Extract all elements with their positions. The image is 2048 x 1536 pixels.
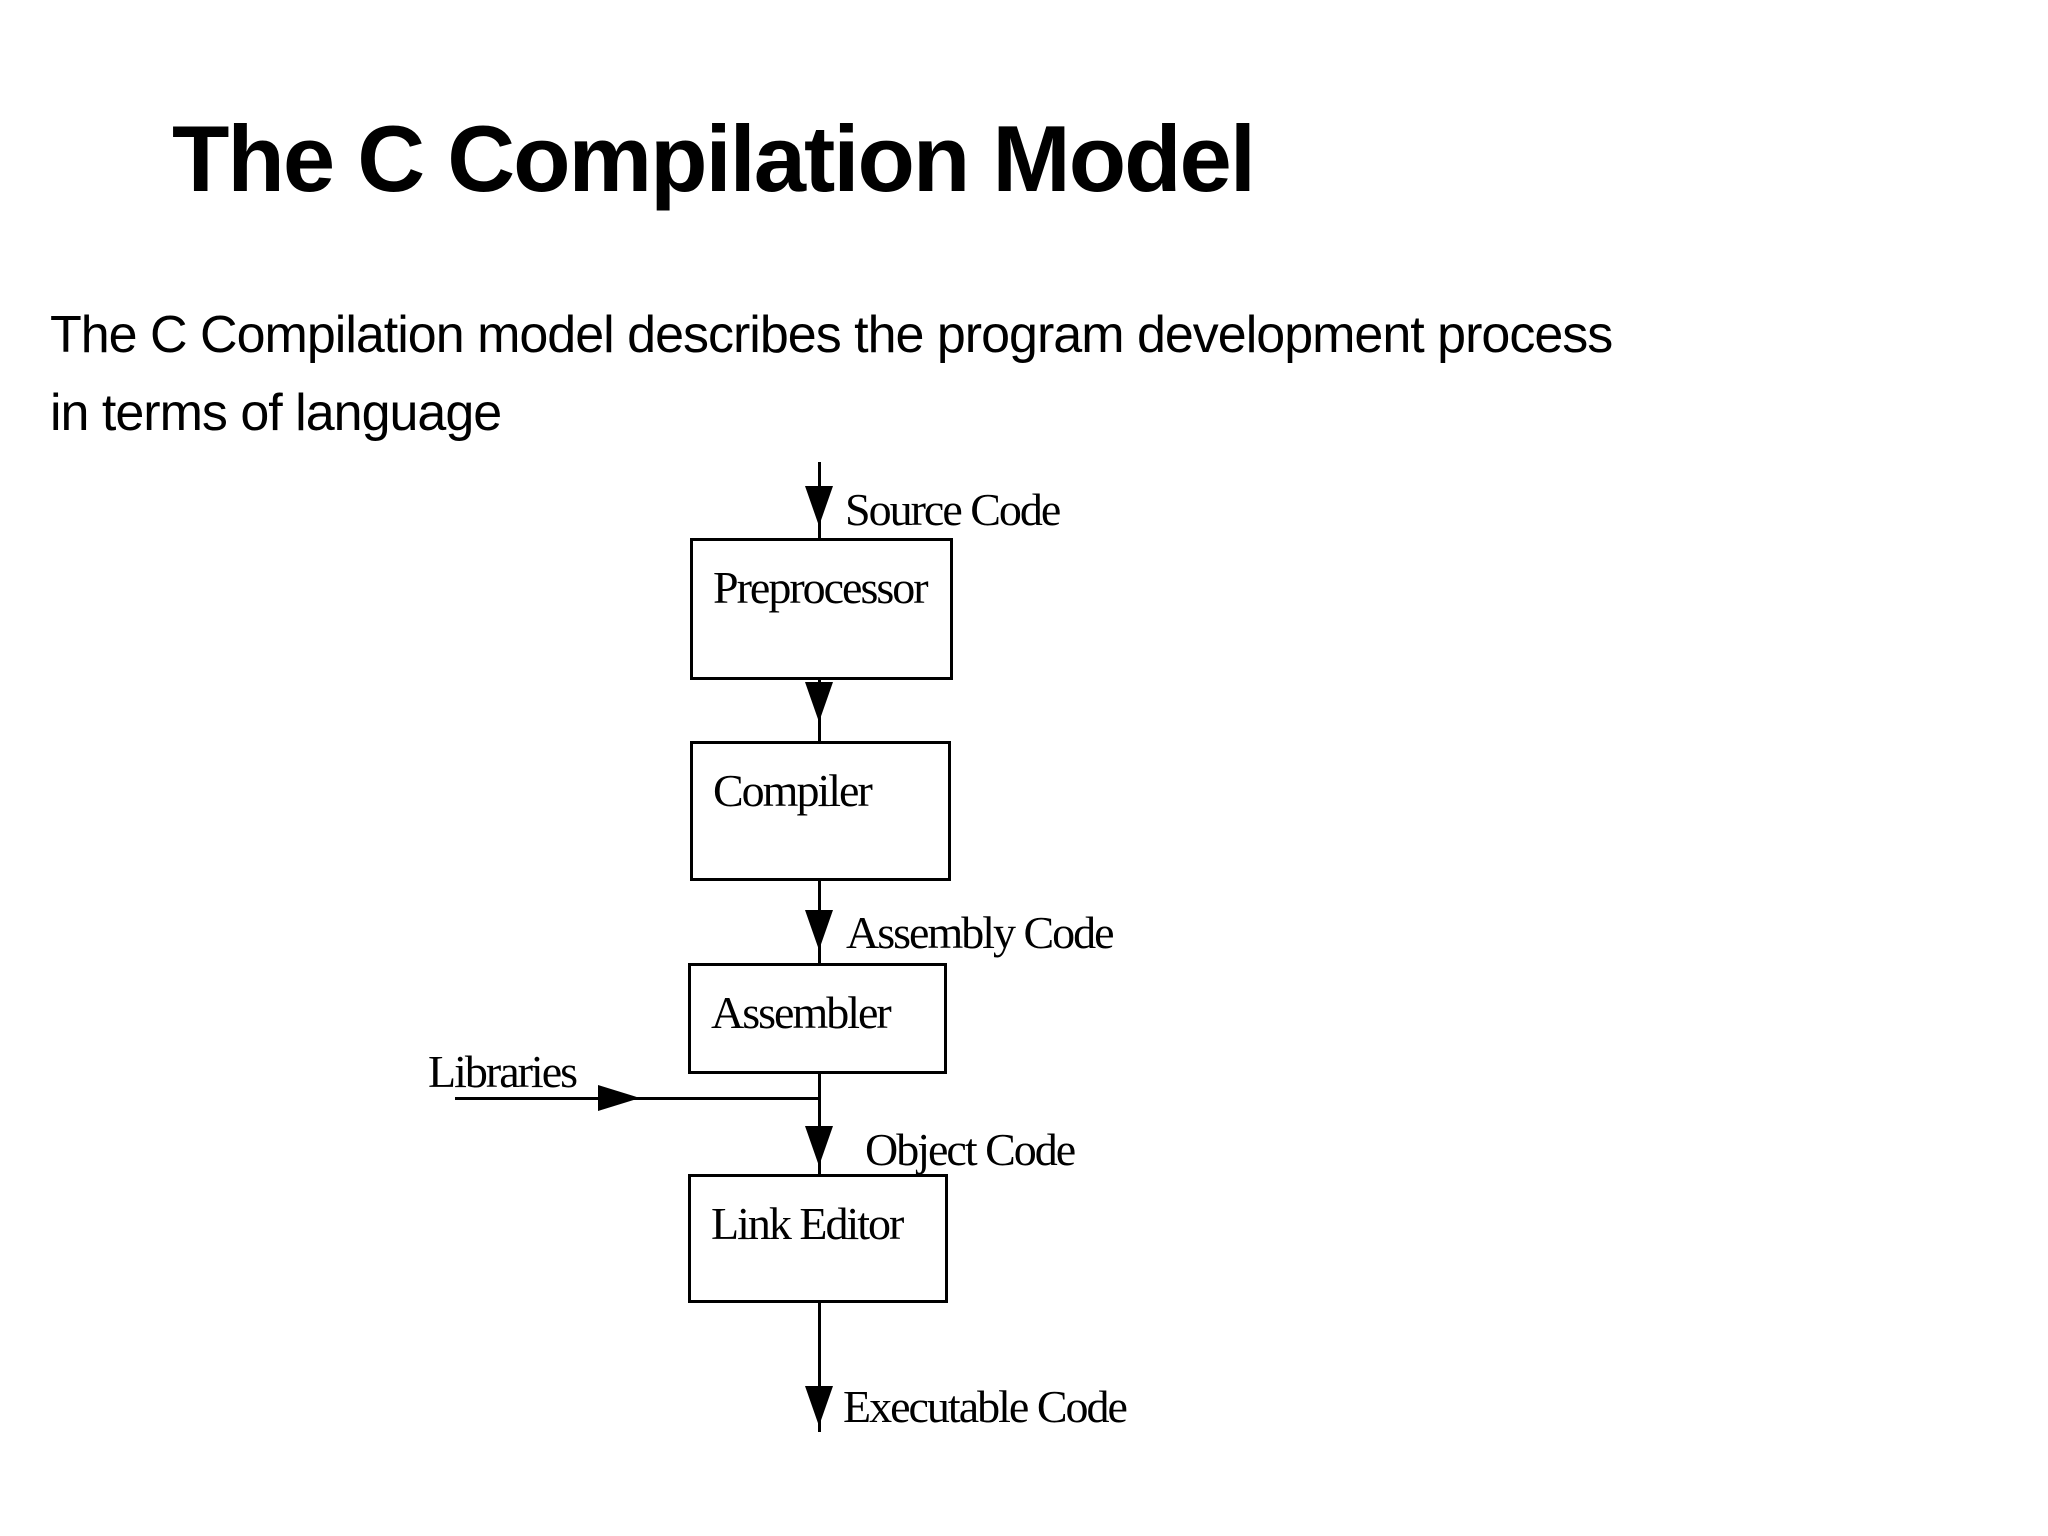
page-title: The C Compilation Model — [172, 106, 1256, 211]
arrow-right-icon — [598, 1085, 640, 1111]
box-link-editor: Link Editor — [688, 1174, 948, 1303]
label-assembly-code: Assembly Code — [846, 907, 1115, 958]
arrow-down-icon — [805, 910, 833, 950]
description-paragraph: The C Compilation model describes the pr… — [50, 296, 1613, 452]
arrow-down-icon — [805, 1386, 833, 1426]
box-preprocessor: Preprocessor — [690, 538, 953, 680]
description-line-2: in terms of language — [50, 384, 502, 442]
box-assembler: Assembler — [688, 963, 947, 1074]
flow-line-linkeditor-to-executable — [818, 1301, 821, 1432]
label-object-code: Object Code — [865, 1124, 1076, 1175]
label-source-code: Source Code — [845, 484, 1061, 535]
label-libraries: Libraries — [428, 1046, 578, 1097]
box-compiler: Compiler — [690, 741, 951, 881]
arrow-down-icon — [805, 1126, 833, 1166]
label-executable-code: Executable Code — [843, 1381, 1128, 1432]
description-line-1: The C Compilation model describes the pr… — [50, 306, 1613, 364]
arrow-down-icon — [805, 682, 833, 722]
arrow-down-icon — [805, 486, 833, 526]
flow-line-assembler-to-linkeditor — [818, 1071, 821, 1177]
